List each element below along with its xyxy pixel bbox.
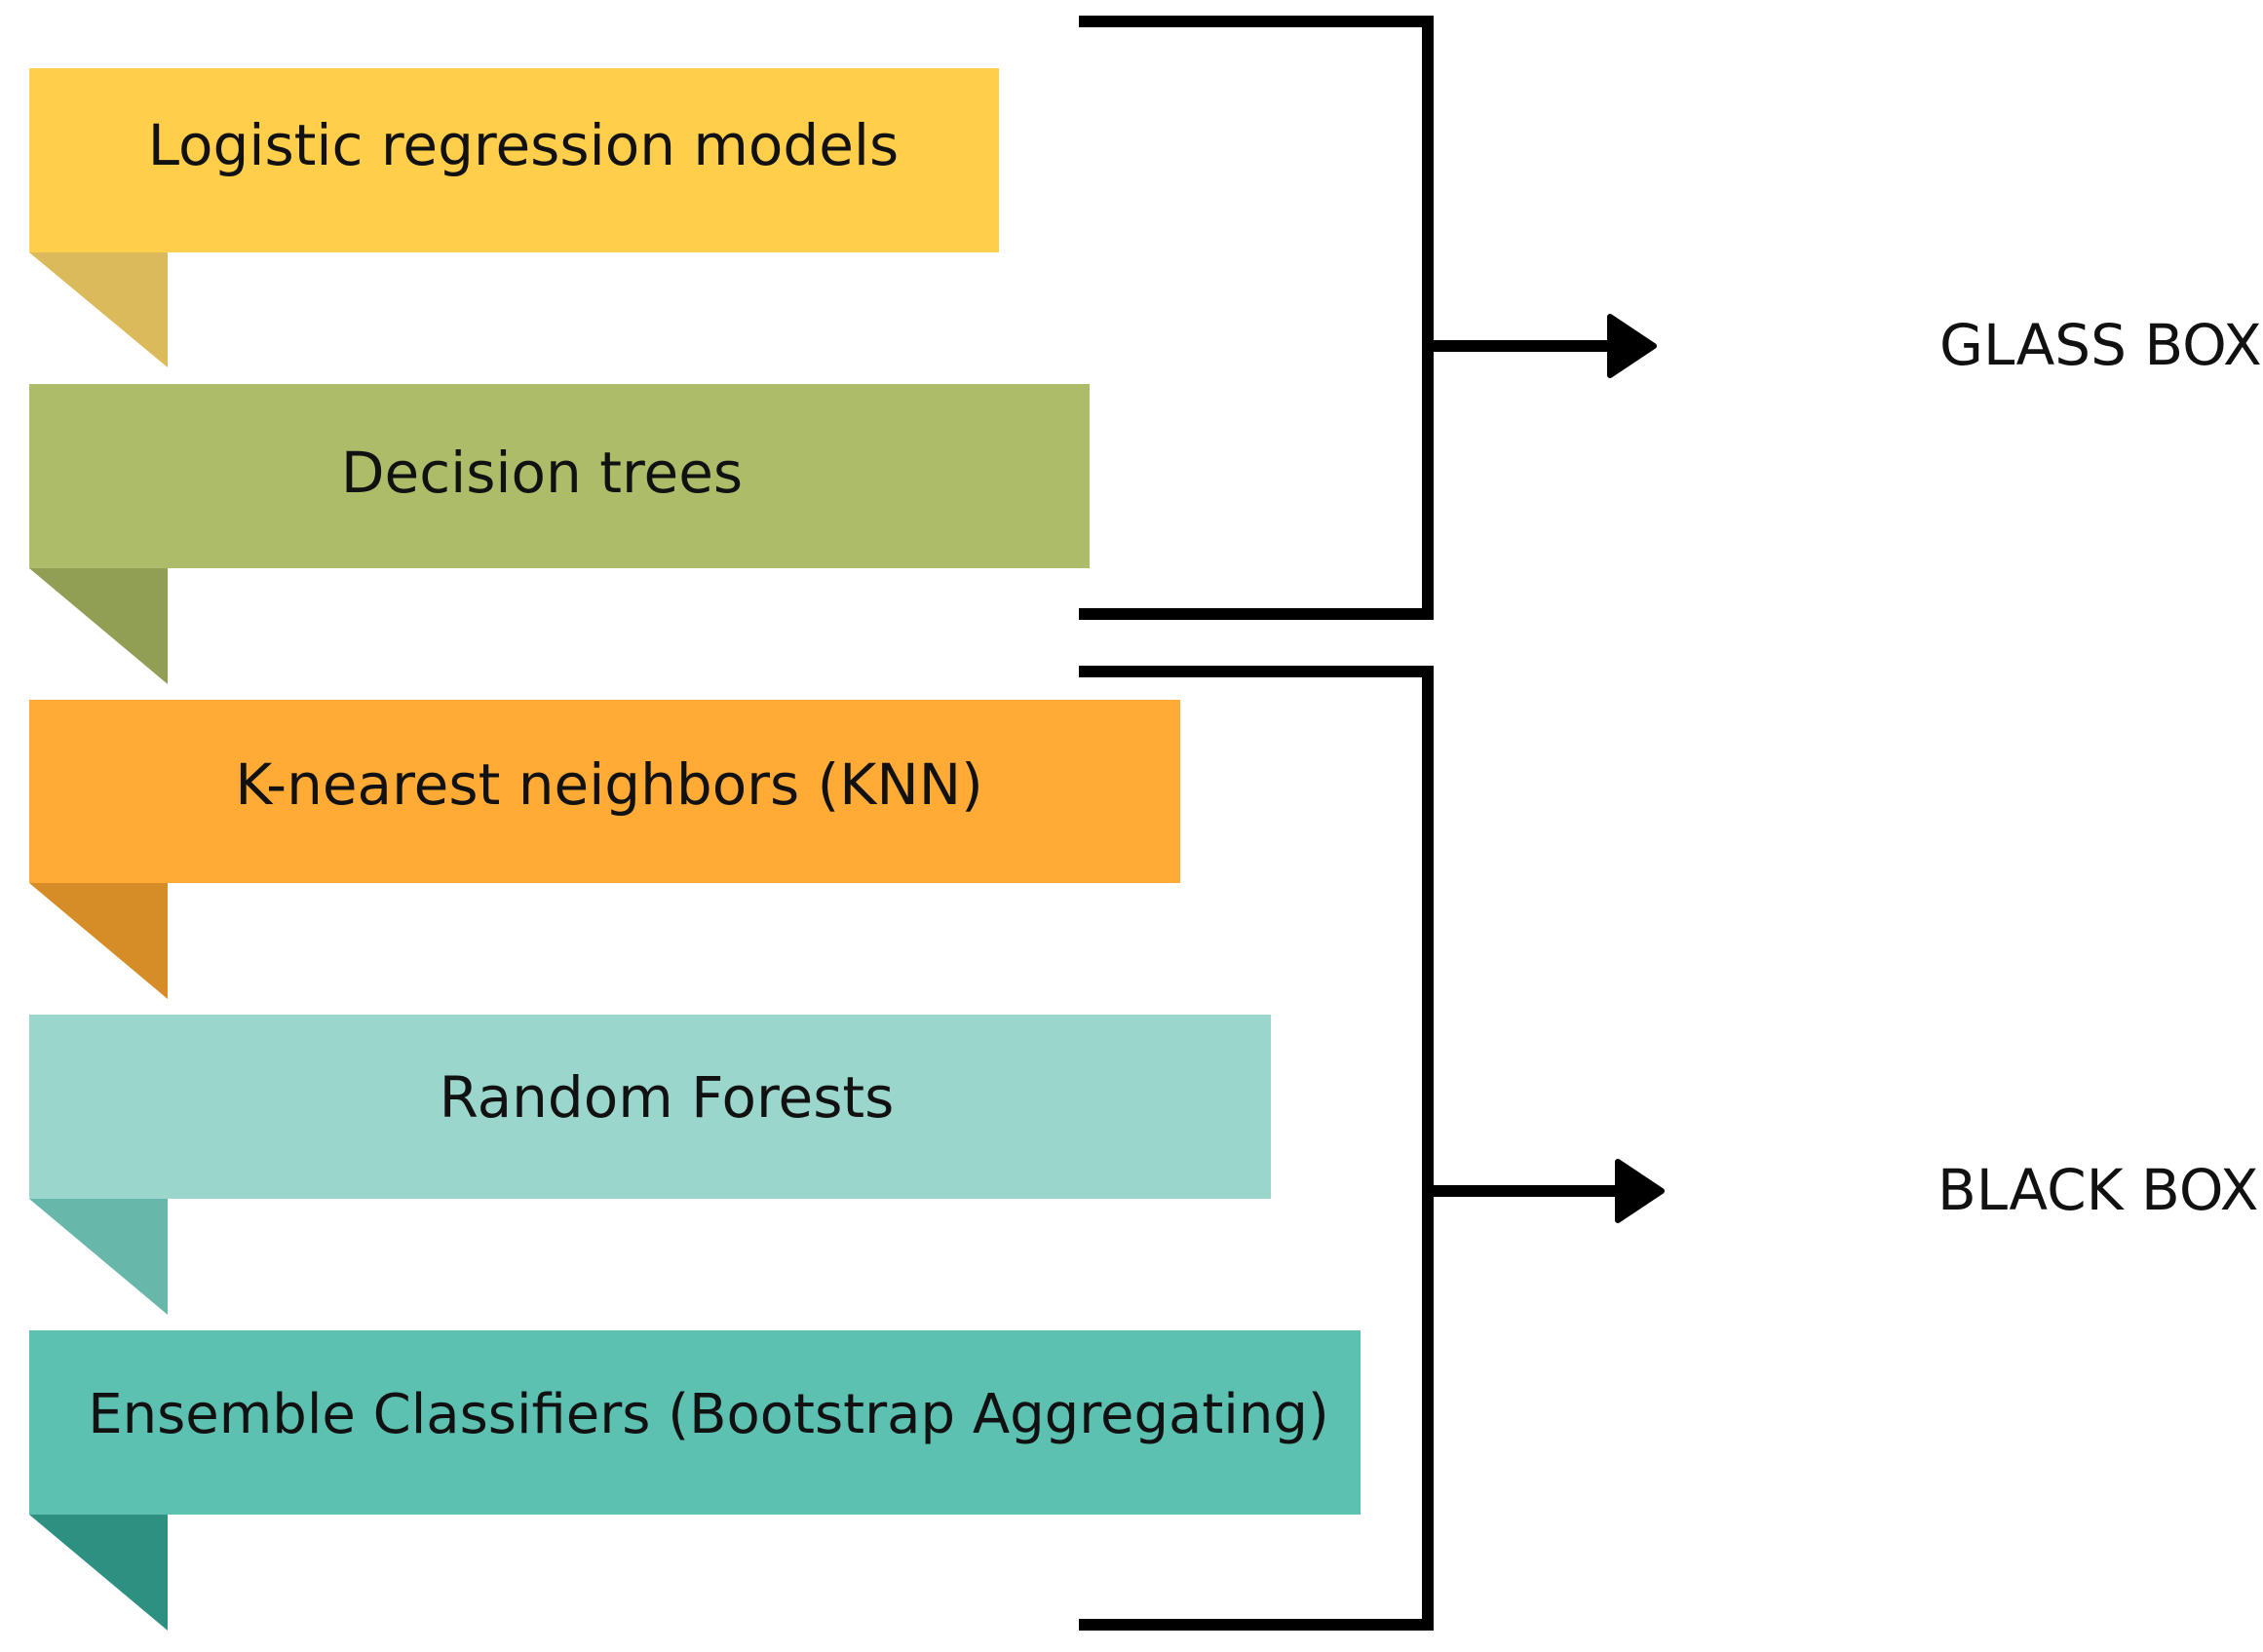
banner-fold xyxy=(29,1199,168,1315)
arrow-head-icon xyxy=(1607,314,1657,378)
black-box-label: BLACK BOX xyxy=(1937,1157,2259,1223)
banner-body xyxy=(29,1330,1361,1515)
banner-label: Decision trees xyxy=(341,440,743,506)
bracket-line xyxy=(1079,16,1434,620)
arrow-head-icon xyxy=(1615,1159,1665,1223)
banner-label: K-nearest neighbors (KNN) xyxy=(235,751,983,818)
banner-ensemble-classifiers: Ensemble Classifiers (Bootstrap Aggregat… xyxy=(29,1330,1361,1631)
bracket-line xyxy=(1079,666,1434,1631)
banner-decision-trees: Decision trees xyxy=(29,384,1090,684)
banner-label: Random Forests xyxy=(440,1064,895,1131)
banner-label: Logistic regression models xyxy=(148,112,899,178)
banner-logistic-regression: Logistic regression models xyxy=(29,68,999,367)
banner-fold xyxy=(29,568,168,684)
banner-fold xyxy=(29,883,168,999)
banner-label: Ensemble Classifiers (Bootstrap Aggregat… xyxy=(88,1383,1329,1446)
banner-knn: K-nearest neighbors (KNN) xyxy=(29,700,1180,999)
banner-body xyxy=(29,700,1180,883)
banner-body xyxy=(29,68,999,252)
black-box-bracket xyxy=(1079,666,1665,1631)
banner-fold xyxy=(29,1515,168,1631)
banner-random-forests: Random Forests xyxy=(29,1015,1271,1315)
banner-body xyxy=(29,1015,1271,1199)
banner-fold xyxy=(29,252,168,367)
glass-box-bracket xyxy=(1079,16,1657,620)
glass-box-label: GLASS BOX xyxy=(1939,312,2262,378)
banner-body xyxy=(29,384,1090,568)
